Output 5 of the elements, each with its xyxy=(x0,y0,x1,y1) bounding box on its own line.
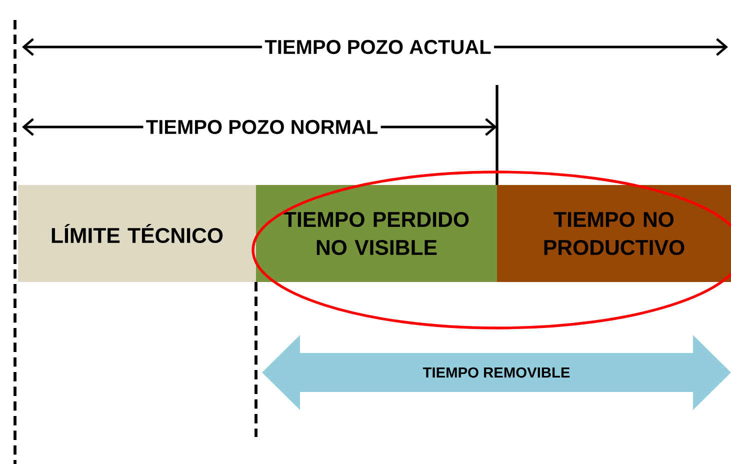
dimension-label: TIEMPO POZO NORMAL xyxy=(143,117,381,137)
timeline-segment: TIEMPO PERDIDO NO VISIBLE xyxy=(256,185,497,282)
timeline-segment: TIEMPO NO PRODUCTIVO xyxy=(497,185,731,282)
timeline-segment: LÍMITE TÉCNICO xyxy=(18,185,256,282)
dimension-label: TIEMPO POZO ACTUAL xyxy=(262,37,494,57)
